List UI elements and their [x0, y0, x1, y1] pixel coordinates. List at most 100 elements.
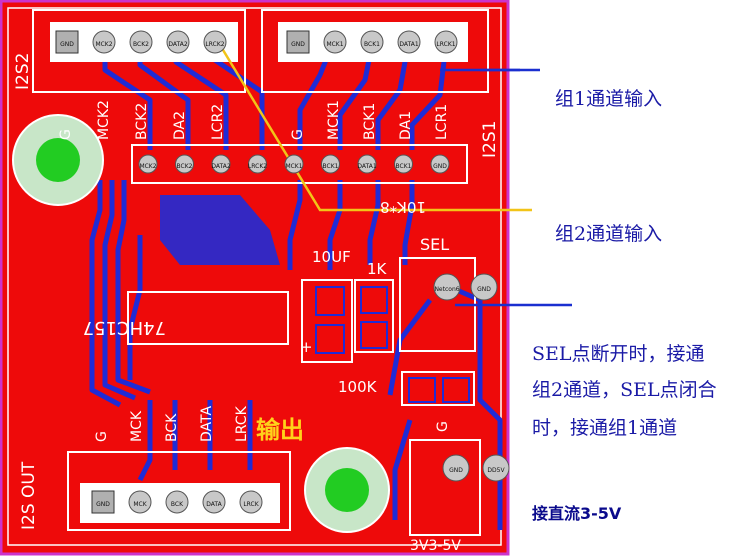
- res1k-label: 1K: [367, 260, 388, 278]
- plus-label: +: [300, 338, 313, 356]
- connector-pin: Netcon6: [433, 273, 461, 301]
- connector-pin: MCK1: [284, 154, 304, 174]
- pin-name: MCK2: [95, 41, 112, 48]
- connector-pin: MCK: [128, 490, 152, 514]
- cap-label: 10UF: [312, 248, 351, 266]
- pin-name: MCK: [133, 501, 147, 508]
- connector-pin: DATA: [202, 490, 226, 514]
- i2s1-pin-labels: G MCK1 BCK1 DA1 LCR1: [290, 100, 450, 140]
- mounting-hole-bottom: [304, 447, 390, 533]
- annot-power: 接直流3-5V: [532, 504, 622, 523]
- pin-label: LCR2: [210, 104, 226, 140]
- i2s1-connector-outline: [261, 9, 489, 93]
- pin-name: GND: [477, 286, 491, 293]
- pin-label: MCK2: [96, 100, 112, 140]
- pin-label: LCR1: [434, 104, 450, 140]
- pin-name: BCK: [171, 501, 184, 508]
- connector-pin: GND: [55, 30, 79, 54]
- pin-label: BCK2: [134, 103, 150, 140]
- connector-pin: MCK2: [138, 154, 158, 174]
- pin-name: BCK1: [323, 163, 339, 170]
- connector-pin: GND: [91, 490, 115, 514]
- pin-name: LRCK: [243, 501, 259, 508]
- connector-pin: DATA1: [397, 30, 421, 54]
- connector-pin: GND: [470, 273, 498, 301]
- pin-name: MCK1: [285, 163, 302, 170]
- connector-pin: LRCK: [239, 490, 263, 514]
- i2s2-label: I2S2: [13, 53, 33, 90]
- board-frame: [0, 0, 510, 556]
- i2s1-pads: GND MCK1 BCK1 DATA1 LRCK1: [286, 30, 458, 54]
- connector-pin: BCK1: [360, 30, 384, 54]
- connector-pin: DATA2: [211, 154, 231, 174]
- smd-pads: [315, 286, 470, 403]
- out-pads: GND MCK BCK DATA LRCK: [91, 490, 263, 514]
- connector-pin: BCK2: [129, 30, 153, 54]
- pin-name: BCK2: [177, 163, 193, 170]
- pin-label: DA1: [398, 111, 414, 140]
- connector-pin: LRCK2: [203, 30, 227, 54]
- connector-pin: BCK2: [175, 154, 194, 174]
- pin-name: GND: [291, 41, 305, 48]
- chip-label: 74HC157: [83, 317, 166, 338]
- connector-pin: BCK1: [394, 154, 413, 174]
- res1k-outline: [354, 279, 394, 353]
- connector-pin: DD5V: [482, 454, 510, 482]
- connector-pin: GND: [286, 30, 310, 54]
- connector-pin: LRCK1: [434, 30, 458, 54]
- i2s2-connector-outline: [32, 9, 246, 93]
- pin-name: DATA1: [399, 41, 418, 48]
- pin-label: MCK: [129, 410, 145, 442]
- pin-name: GND: [449, 467, 463, 474]
- board-outline: [7, 7, 502, 546]
- pin-name: GND: [60, 41, 74, 48]
- pin-name: LRCK2: [248, 163, 267, 170]
- connector-pin: DATA1: [357, 154, 377, 174]
- pin-label: LRCK: [234, 405, 250, 442]
- pin-name: Netcon6: [434, 286, 459, 293]
- pin-label: G: [58, 129, 74, 140]
- sel-label: SEL: [420, 235, 449, 254]
- res100k-outline: [401, 371, 475, 406]
- connector-pin: MCK1: [323, 30, 347, 54]
- connector-pin: BCK1: [321, 154, 340, 174]
- ground-fill: [160, 195, 280, 265]
- res100k-label: 100K: [338, 378, 378, 396]
- annot-sel-line2: 组2通道，SEL点闭合: [532, 379, 717, 401]
- power-label: 3V3-5V: [410, 538, 461, 554]
- annot-group2: 组2通道输入: [555, 223, 663, 245]
- connector-pin: GND: [430, 154, 450, 174]
- output-cn-label: 输出: [256, 416, 304, 444]
- pin-label: DA2: [172, 111, 188, 140]
- connector-pin: LRCK2: [248, 154, 267, 174]
- g-power-label: G: [435, 421, 451, 432]
- mid-header-outline: [131, 144, 468, 184]
- pin-name: BCK2: [133, 41, 149, 48]
- i2s-out-label: I2S OUT: [19, 461, 39, 530]
- pin-name: BCK1: [396, 163, 412, 170]
- power-connector-outline: [409, 439, 481, 536]
- connector-pin: GND: [442, 454, 470, 482]
- pin-label: BCK: [164, 413, 180, 442]
- pin-name: MCK1: [326, 41, 343, 48]
- pin-label: G: [290, 129, 306, 140]
- pin-name: DD5V: [487, 467, 505, 474]
- power-pads: GND DD5V: [442, 454, 510, 482]
- pin-name: GND: [433, 163, 447, 170]
- connector-pin: DATA2: [166, 30, 190, 54]
- pin-name: MCK2: [139, 163, 156, 170]
- annot-sel-line1: SEL点断开时，接通: [532, 343, 705, 365]
- pin-name: DATA1: [357, 163, 376, 170]
- connector-pin: BCK: [165, 490, 189, 514]
- pin-name: DATA2: [168, 41, 187, 48]
- pin-label: DATA: [199, 406, 215, 442]
- annot-sel-line3: 时，接通组1通道: [532, 417, 678, 439]
- pin-label: MCK1: [326, 100, 342, 140]
- cap-outline: [301, 279, 353, 363]
- pin-label: BCK1: [362, 103, 378, 140]
- i2s2-pin-labels: G MCK2 BCK2 DA2 LCR2: [58, 100, 226, 140]
- resnet-label: 10K*8: [380, 198, 426, 216]
- pin-name: GND: [96, 501, 110, 508]
